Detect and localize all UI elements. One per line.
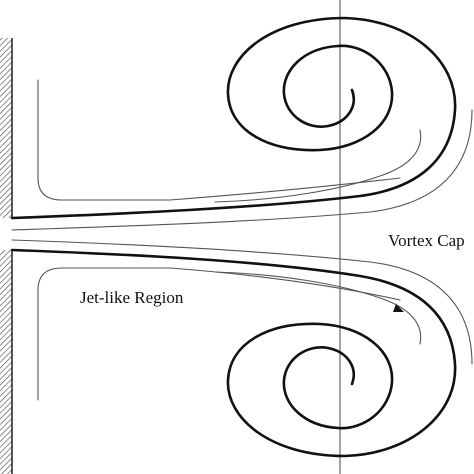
lower-entrainment-streamline	[37, 267, 401, 401]
upper-entrainment-streamline	[37, 79, 401, 201]
lower-inner-thin-streamline	[214, 271, 422, 345]
vortex-cap-label: Vortex Cap	[388, 231, 465, 250]
lower-outer-thin-streamline	[11, 239, 473, 365]
upper-wall-hatch	[0, 38, 12, 218]
jet-region-label: Jet-like Region	[80, 288, 184, 307]
upper-vortex-spiral	[10, 16, 457, 220]
lower-wall-hatch	[0, 250, 12, 474]
lower-vortex-spiral	[10, 248, 457, 458]
upper-outer-thin-streamline	[11, 109, 473, 231]
upper-inner-thin-streamline	[214, 129, 422, 203]
flow-direction-arrow	[393, 304, 404, 312]
